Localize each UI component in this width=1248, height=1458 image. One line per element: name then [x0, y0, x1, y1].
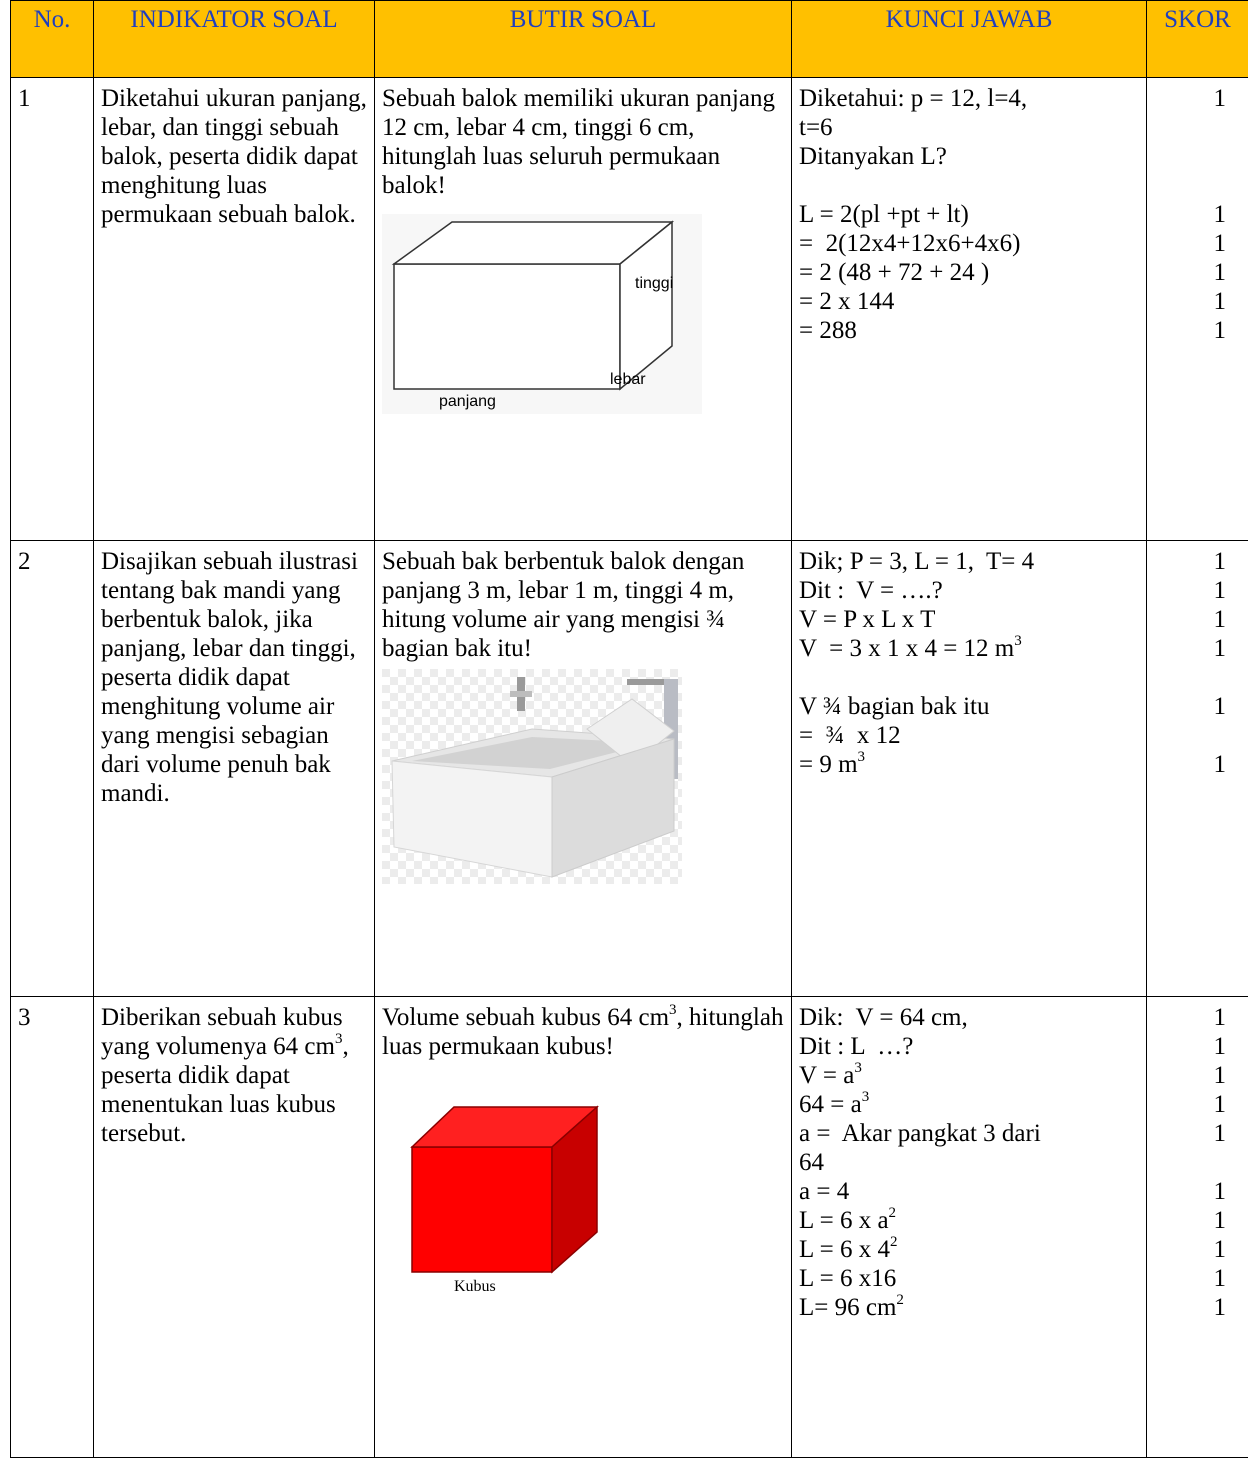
kunci-line: L = 6 x a2 — [799, 1206, 1140, 1235]
skor-value: 1 — [1154, 229, 1226, 258]
kunci-line: Dik: V = 64 cm, — [799, 1003, 1140, 1032]
skor-value: 1 — [1154, 1119, 1226, 1148]
kunci-line: = 2 (48 + 72 + 24 ) — [799, 258, 1140, 287]
indikator-text: Diberikan sebuah kubus yang volumenya 64… — [94, 997, 375, 1458]
skor-value: 1 — [1154, 1177, 1226, 1206]
butir-cell: Sebuah bak berbentuk balok dengan panjan… — [375, 541, 792, 997]
kunci-line: L= 96 cm2 — [799, 1293, 1140, 1322]
kunci-line: V = a3 — [799, 1061, 1140, 1090]
kunci-line: Dik; P = 3, L = 1, T= 4 — [799, 547, 1140, 576]
kunci-line: V = P x L x T — [799, 605, 1140, 634]
header-kunci: KUNCI JAWAB — [792, 1, 1147, 78]
kunci-line: = 2(12x4+12x6+4x6) — [799, 229, 1140, 258]
row-number: 1 — [11, 78, 94, 541]
skor-value: 1 — [1154, 1003, 1226, 1032]
label-panjang: panjang — [439, 393, 496, 410]
skor-value: 1 — [1154, 1032, 1226, 1061]
kunci-line: L = 2(pl +pt + lt) — [799, 200, 1140, 229]
skor-value: 1 — [1154, 84, 1226, 113]
kunci-line: t=6 — [799, 113, 1140, 142]
table-row: 2 Disajikan sebuah ilustrasi tentang bak… — [11, 541, 1248, 997]
kunci-line: Diketahui: p = 12, l=4, — [799, 84, 1140, 113]
butir-text: Sebuah bak berbentuk balok dengan panjan… — [382, 547, 785, 663]
kunci-cell: Diketahui: p = 12, l=4, t=6 Ditanyakan L… — [792, 78, 1147, 541]
butir-cell: Volume sebuah kubus 64 cm3, hitunglah lu… — [375, 997, 792, 1458]
table-row: 1 Diketahui ukuran panjang, lebar, dan t… — [11, 78, 1248, 541]
butir-text: Sebuah balok memiliki ukuran panjang 12 … — [382, 84, 785, 200]
label-lebar: lebar — [610, 371, 646, 388]
kunci-line: Ditanyakan L? — [799, 142, 1140, 171]
skor-value — [1154, 142, 1226, 171]
skor-value: 1 — [1154, 1206, 1226, 1235]
rubric-table: No. INDIKATOR SOAL BUTIR SOAL KUNCI JAWA… — [10, 0, 1248, 1458]
skor-value: 1 — [1154, 547, 1226, 576]
skor-value — [1154, 1148, 1226, 1177]
header-indikator: INDIKATOR SOAL — [94, 1, 375, 78]
skor-value: 1 — [1154, 750, 1226, 779]
skor-value: 1 — [1154, 576, 1226, 605]
skor-value: 1 — [1154, 692, 1226, 721]
indikator-text: Diketahui ukuran panjang, lebar, dan tin… — [94, 78, 375, 541]
kunci-line: Dit : V = ….? — [799, 576, 1140, 605]
header-butir: BUTIR SOAL — [375, 1, 792, 78]
skor-value — [1154, 171, 1226, 200]
skor-value: 1 — [1154, 605, 1226, 634]
header-no: No. — [11, 1, 94, 78]
skor-value: 1 — [1154, 1235, 1226, 1264]
row-number: 3 — [11, 997, 94, 1458]
row-number: 2 — [11, 541, 94, 997]
skor-cell: 1 1 1 1 1 1 — [1147, 78, 1248, 541]
kunci-cell: Dik; P = 3, L = 1, T= 4 Dit : V = ….? V … — [792, 541, 1147, 997]
bathtub-figure — [382, 669, 682, 884]
skor-value: 1 — [1154, 1293, 1226, 1322]
kunci-line: a = 4 — [799, 1177, 1140, 1206]
skor-value — [1154, 113, 1226, 142]
header-skor: SKOR — [1147, 1, 1248, 78]
skor-value: 1 — [1154, 1264, 1226, 1293]
kunci-line: L = 6 x 42 — [799, 1235, 1140, 1264]
butir-text: Volume sebuah kubus 64 cm3, hitunglah lu… — [382, 1003, 785, 1061]
label-tinggi: tinggi — [635, 275, 673, 292]
skor-value: 1 — [1154, 1090, 1226, 1119]
table-row: 3 Diberikan sebuah kubus yang volumenya … — [11, 997, 1248, 1458]
kunci-line: = ¾ x 12 — [799, 721, 1140, 750]
kunci-line: = 9 m3 — [799, 750, 1140, 779]
skor-value — [1154, 721, 1226, 750]
kunci-line: V ¾ bagian bak itu — [799, 692, 1140, 721]
skor-value: 1 — [1154, 258, 1226, 287]
kunci-line: = 288 — [799, 316, 1140, 345]
kubus-figure: Kubus — [392, 1087, 622, 1292]
skor-value: 1 — [1154, 1061, 1226, 1090]
skor-value — [1154, 663, 1226, 692]
kunci-line: = 2 x 144 — [799, 287, 1140, 316]
kunci-line: L = 6 x16 — [799, 1264, 1140, 1293]
kunci-line — [799, 663, 1140, 692]
skor-value: 1 — [1154, 316, 1226, 345]
indikator-text: Disajikan sebuah ilustrasi tentang bak m… — [94, 541, 375, 997]
skor-cell: 1 1 1 1 1 1 — [1147, 541, 1248, 997]
kunci-line: a = Akar pangkat 3 dari — [799, 1119, 1140, 1148]
skor-value: 1 — [1154, 634, 1226, 663]
label-kubus: Kubus — [454, 1278, 496, 1292]
skor-cell: 1 1 1 1 1 1 1 1 1 1 — [1147, 997, 1248, 1458]
kunci-line: 64 = a3 — [799, 1090, 1140, 1119]
kunci-line — [799, 171, 1140, 200]
kunci-line: Dit : L …? — [799, 1032, 1140, 1061]
kunci-cell: Dik: V = 64 cm, Dit : L …? V = a3 64 = a… — [792, 997, 1147, 1458]
butir-cell: Sebuah balok memiliki ukuran panjang 12 … — [375, 78, 792, 541]
balok-figure: tinggi lebar panjang — [382, 214, 702, 414]
skor-value: 1 — [1154, 200, 1226, 229]
kunci-line: V = 3 x 1 x 4 = 12 m3 — [799, 634, 1140, 663]
kunci-line: 64 — [799, 1148, 1140, 1177]
skor-value: 1 — [1154, 287, 1226, 316]
header-row: No. INDIKATOR SOAL BUTIR SOAL KUNCI JAWA… — [11, 1, 1248, 78]
